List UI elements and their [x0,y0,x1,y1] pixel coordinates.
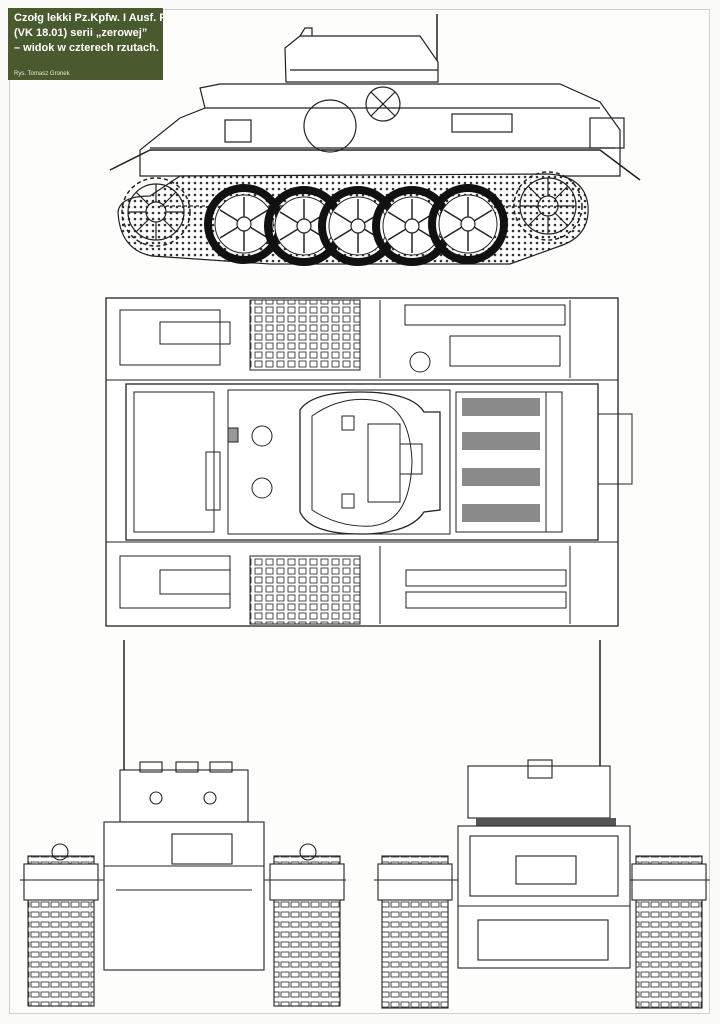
top-view [105,297,633,627]
caption-credit: Rys. Tomasz Gronek [14,71,70,77]
caption-title-line-1: Czołg lekki Pz.Kpfw. I Ausf. F [14,12,166,24]
caption-box: Czołg lekki Pz.Kpfw. I Ausf. F (VK 18.01… [8,8,166,80]
rear-view [374,640,710,1009]
front-view [20,640,346,1007]
caption-title-line-3: – widok w czterech rzutach. [14,42,159,54]
side-view [109,14,641,264]
caption-title-line-2: (VK 18.01) serii „zerowej” [14,27,148,39]
